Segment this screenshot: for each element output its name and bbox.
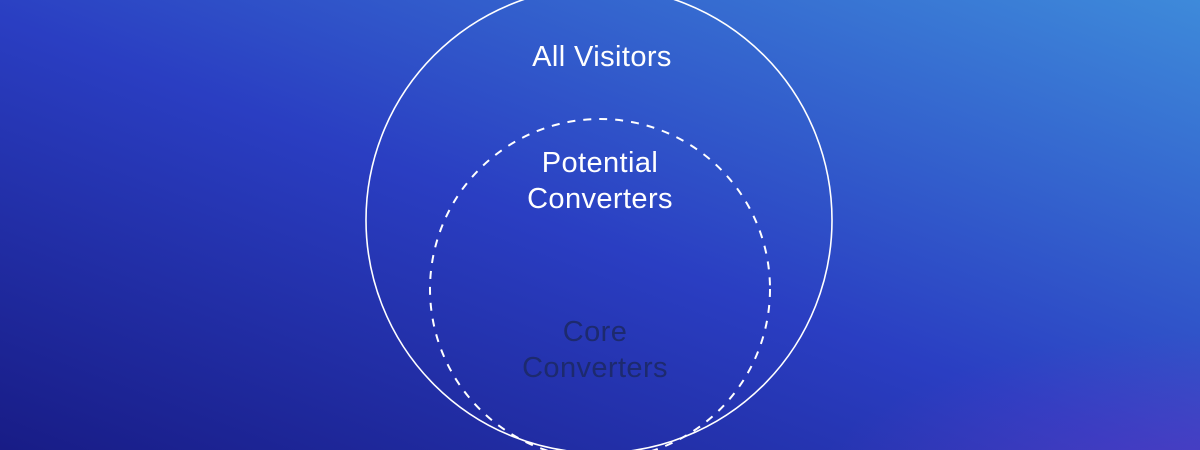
potential-converters-circle-dashed-outline <box>429 118 771 450</box>
all-visitors-label: All Visitors <box>532 41 672 73</box>
potential-converters-label: Potential Converters <box>527 147 673 215</box>
core-converters-label: Core Converters <box>522 316 668 384</box>
all-visitors-circle-outline <box>365 0 833 450</box>
